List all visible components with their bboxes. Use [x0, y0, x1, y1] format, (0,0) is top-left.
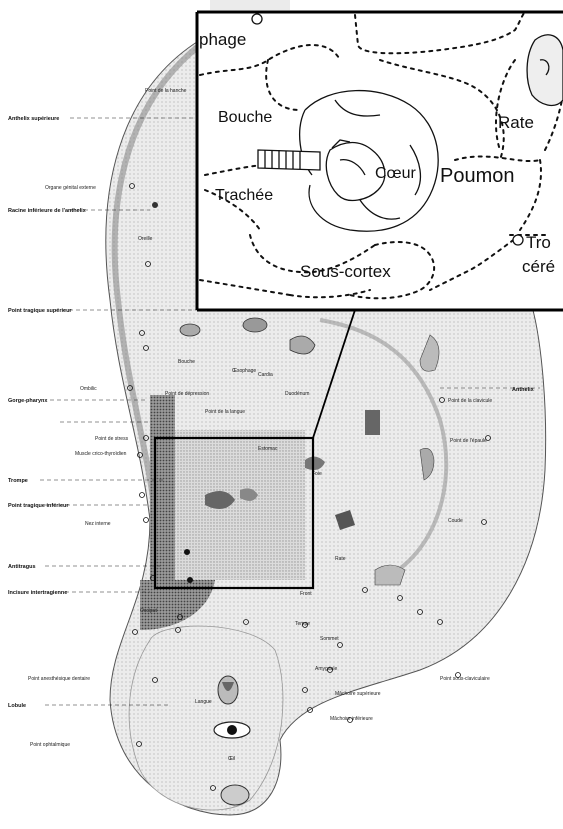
label-ombilic: Ombilic [80, 386, 97, 392]
label-anthelix-superieure: Anthelix supérieure [8, 116, 59, 122]
label-c15: Cardia [258, 372, 273, 378]
label-point-de-stress: Point de stress [95, 436, 129, 442]
label-c4: Point de la langue [205, 409, 245, 415]
label-c11: Mâchoire inférieure [330, 716, 373, 722]
label-c19: Rate [335, 556, 346, 562]
label-c17: Duodénum [285, 391, 309, 397]
label-c2: Point de dépression [165, 391, 209, 397]
zoom-label-coeur: Cœur [375, 165, 417, 182]
zoom-label-phage: phage [199, 30, 246, 49]
label-c5: Occiput [140, 608, 158, 614]
label-racine-inferieure: Racine inférieure de l'anthelix [8, 208, 87, 214]
label-coude: Coude [448, 518, 463, 524]
label-c8: Sommet [320, 636, 339, 642]
label-c6: Front [300, 591, 312, 597]
label-point-tragique-superieur: Point tragique supérieur [8, 308, 72, 314]
label-c12: Bouche [178, 359, 195, 365]
label-antitragus: Antitragus [8, 564, 36, 570]
zoom-label-cere: céré [522, 257, 555, 276]
label-c10: Mâchoire supérieure [335, 691, 381, 697]
label-nez-interne: Nez interne [85, 521, 111, 527]
label-c3: Œil [228, 756, 235, 762]
label-incisure-intertragienne: Incisure intertragienne [8, 590, 67, 596]
zoom-label-sous-cortex: Sous-cortex [300, 262, 391, 281]
label-trompe: Trompe [8, 478, 28, 484]
label-point-ophtalmique: Point ophtalmique [30, 742, 70, 748]
label-c13: Langue [195, 699, 212, 705]
label-point-anesthesique: Point anesthésique dentaire [28, 676, 90, 682]
label-point-tragique-inferieur: Point tragique inférieur [8, 503, 69, 509]
zoom-label-rate: Rate [498, 113, 534, 132]
zoom-label-bouche: Bouche [218, 109, 272, 126]
label-point-epaule: Point de l'épaule [450, 438, 487, 444]
zoom-label-poumon: Poumon [440, 165, 515, 187]
label-anthelix: Anthelix [512, 387, 535, 393]
label-organe-genital: Organe génital externe [45, 185, 96, 191]
label-c16: Estomac [258, 446, 278, 452]
label-gorge-pharynx: Gorge-pharynx [8, 398, 48, 404]
label-c9: Amygdale [315, 666, 337, 672]
zoom-inset: phage Bouche Rate Cœur Poumon Trachée Tr… [197, 12, 563, 310]
label-lobule: Lobule [8, 703, 26, 709]
label-c1: Oreille [138, 236, 153, 242]
label-point-sous-claviculaire: Point sous-claviculaire [440, 676, 490, 682]
zoom-label-trachee: Trachée [215, 187, 273, 204]
label-c14: Œsophage [232, 368, 256, 374]
label-muscle-crico: Muscle crico-thyroïdien [75, 451, 127, 457]
label-point-clavicule: Point de la clavicule [448, 398, 492, 404]
zoom-label-tro: Tro [526, 233, 551, 252]
label-c0: Point de la hanche [145, 88, 187, 94]
